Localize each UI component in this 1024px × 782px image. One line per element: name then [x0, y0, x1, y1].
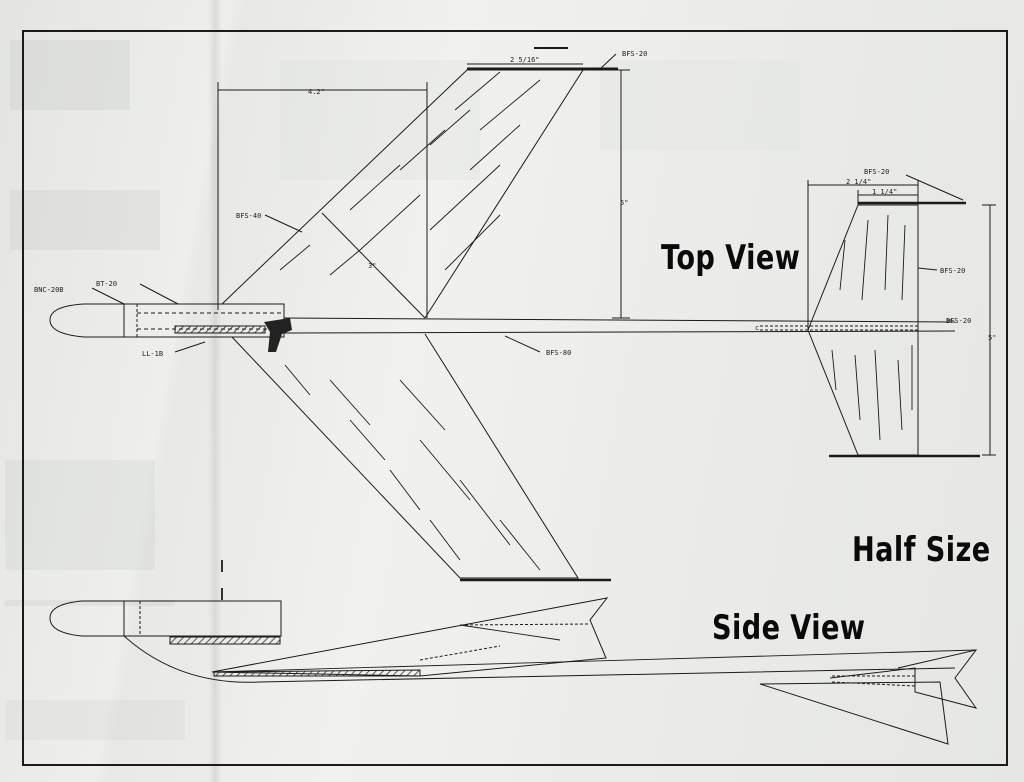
- side-view: [49, 597, 978, 745]
- dim-tail-tip: 1 1/4": [872, 188, 897, 196]
- top-view: c: [49, 47, 996, 582]
- dim-wing-tip-chord: 2 5/16": [510, 56, 540, 64]
- launch-lug-side: [169, 636, 281, 645]
- pod-clip: [264, 318, 292, 352]
- dim-wing-root: 3": [368, 262, 376, 270]
- tail-fin-side: [829, 649, 978, 709]
- part-label-bfs20-tail-side: BFS-20: [940, 267, 965, 275]
- boom-bottom-edge: [283, 330, 956, 334]
- boom-top-edge: [283, 317, 956, 323]
- part-label-bnc: BNC-20B: [34, 286, 64, 294]
- body-tube-side: [123, 600, 282, 637]
- part-label-bfs20-tail-top: BFS-20: [864, 168, 889, 176]
- nose-cone-top: [49, 303, 124, 338]
- lower-wing: [231, 333, 579, 579]
- top-view-title: Top View: [661, 238, 801, 278]
- boom-side: [123, 635, 956, 683]
- annotations: BNC-20B BT-20 LL-1B BFS-40 BFS-80 BFS-20…: [34, 50, 996, 358]
- part-label-bt: BT-20: [96, 280, 117, 288]
- part-label-bfs40: BFS-40: [236, 212, 261, 220]
- part-label-bfs20-tail-rear: BFS-20: [946, 317, 971, 325]
- drawing-frame: [22, 30, 1008, 766]
- dim-tail-span: 5": [988, 334, 996, 342]
- part-label-ll: LL-1B: [142, 350, 163, 358]
- scale-note: Half Size: [852, 530, 991, 570]
- launch-lug-top: [174, 325, 266, 334]
- dim-tail-chord: 2 1/4": [846, 178, 871, 186]
- upper-wing: [221, 69, 584, 319]
- part-label-bfs20-wing-tip: BFS-20: [622, 50, 647, 58]
- svg-text:c: c: [755, 324, 759, 332]
- dim-wing-offset: 4.2": [308, 88, 325, 96]
- part-label-bfs80: BFS-80: [546, 349, 571, 357]
- dim-wing-span: 5": [620, 199, 628, 207]
- side-view-title: Side View: [712, 608, 866, 648]
- ventral-fin-side: [759, 681, 949, 745]
- nose-cone-side: [49, 600, 124, 637]
